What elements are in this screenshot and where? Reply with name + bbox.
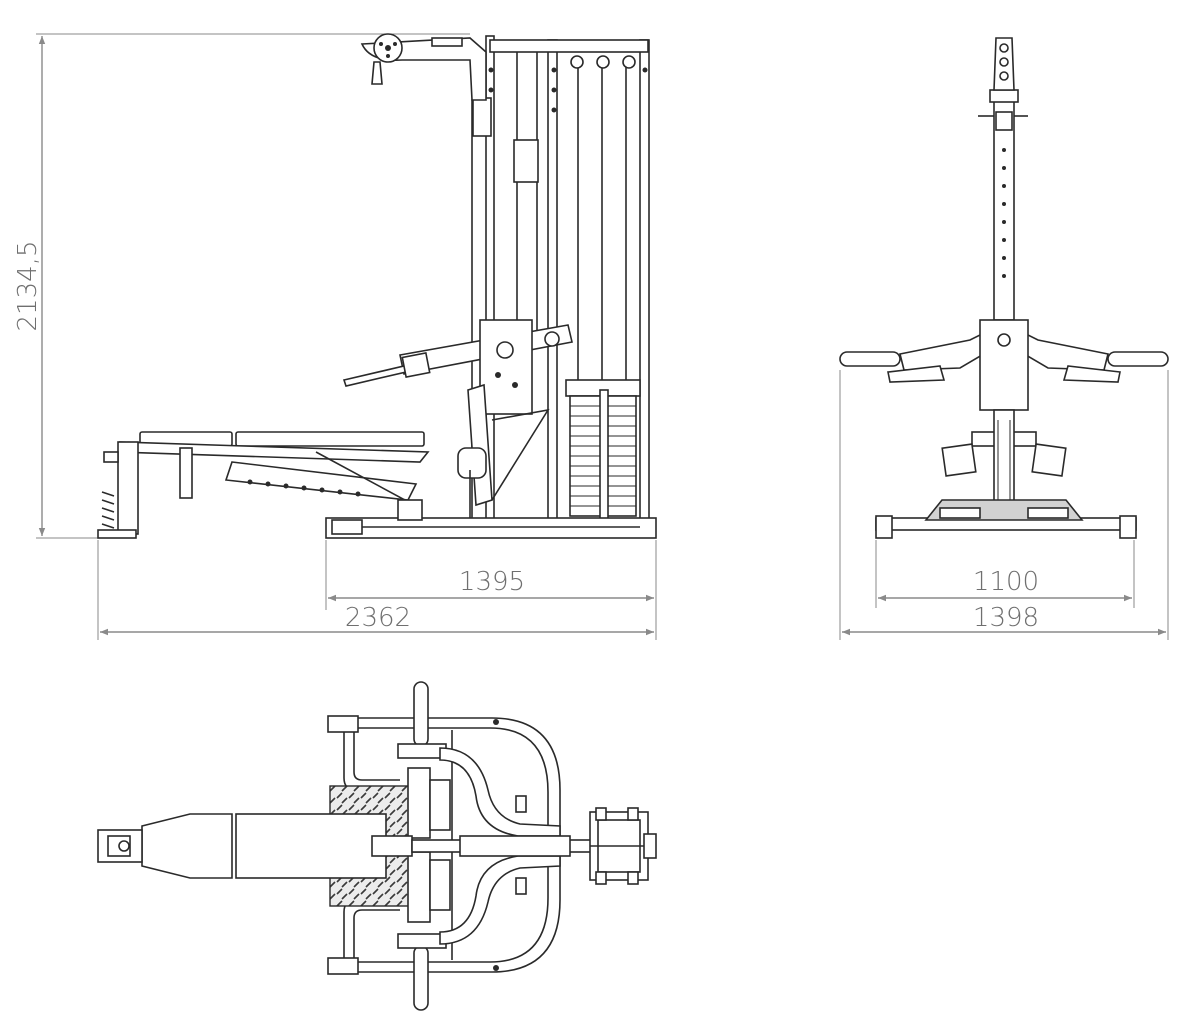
front-view: 1100 1398 [839, 37, 1169, 640]
front-width-dimensions: 1100 1398 [839, 370, 1169, 640]
front-press-arms [839, 319, 1169, 411]
side-view: 2134,5 [13, 33, 657, 640]
bench [97, 431, 430, 539]
top-view [97, 681, 657, 1011]
front-upright [978, 37, 1028, 321]
side-total-length-label: 2362 [345, 603, 411, 633]
side-base-depth-label: 1395 [459, 567, 525, 597]
front-base [875, 499, 1137, 539]
side-height-label: 2134,5 [13, 241, 43, 332]
tower-base [325, 517, 657, 539]
side-length-dimensions: 1395 2362 [97, 540, 657, 640]
top-bench [97, 813, 600, 879]
leg-developer [457, 383, 550, 518]
weight-stack [565, 379, 641, 521]
top-tower [589, 807, 657, 885]
side-height-dimension: 2134,5 [13, 33, 470, 539]
top-pulley [360, 33, 487, 101]
top-handles [397, 681, 561, 1011]
front-total-width-label: 1398 [973, 603, 1039, 633]
front-base-width-label: 1100 [973, 567, 1039, 597]
press-arm [342, 319, 573, 415]
